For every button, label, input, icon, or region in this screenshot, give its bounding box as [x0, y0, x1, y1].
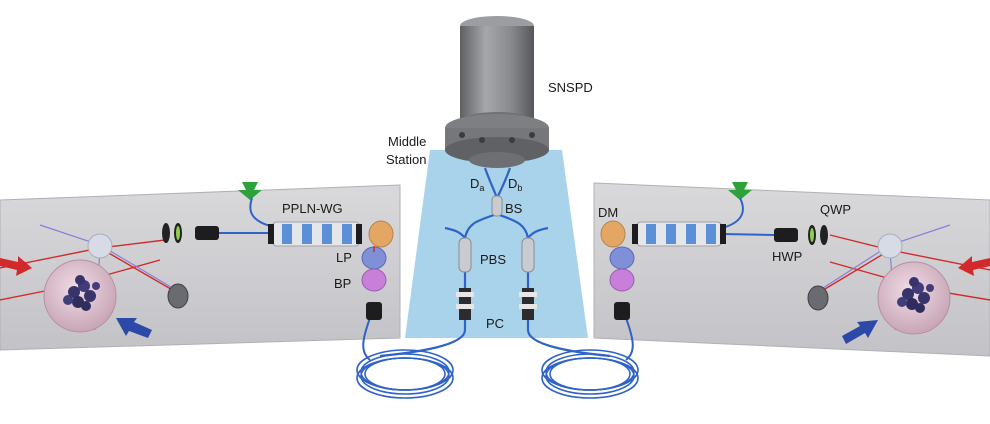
lens-icon — [195, 226, 219, 240]
ppln-wg-label: PPLN-WG — [282, 201, 343, 216]
dm-label: DM — [598, 205, 618, 220]
qwp-label: QWP — [820, 202, 851, 217]
filter-icon — [361, 268, 387, 292]
filter-icon — [609, 268, 635, 292]
cryostat-icon — [445, 16, 549, 168]
right-node — [600, 182, 990, 344]
lp-label: LP — [336, 250, 352, 265]
pc-label: PC — [486, 316, 504, 331]
filter-icon — [609, 246, 635, 270]
mirror-icon — [807, 285, 829, 311]
arrow-icon — [842, 320, 878, 344]
bs-label: BS — [505, 201, 523, 216]
middle-station-strip — [405, 150, 588, 338]
atom-cloud-icon — [43, 259, 117, 333]
beam-splitter-icon — [491, 195, 503, 217]
mirror-icon — [167, 283, 189, 309]
bp-label: BP — [334, 276, 351, 291]
waveguide-icon — [268, 221, 362, 247]
middle-station-label: Middle — [388, 134, 426, 149]
waveplate-icon — [162, 223, 182, 243]
filter-icon — [600, 220, 626, 248]
lens-icon — [774, 228, 798, 242]
waveguide-icon — [632, 221, 726, 247]
arrow-icon — [238, 182, 262, 200]
fiber-spool-icon — [541, 349, 639, 399]
polarization-controller-icon — [456, 288, 474, 320]
da-label: Da — [470, 176, 484, 193]
arrow-icon — [116, 318, 152, 338]
middle-station-label: Station — [386, 152, 426, 167]
filter-icon — [368, 220, 394, 248]
polarization-controller-icon — [519, 288, 537, 320]
fiber-spool-icon — [356, 349, 454, 399]
left-node — [0, 182, 394, 338]
atom-cloud-icon — [877, 261, 951, 335]
arrow-icon — [958, 256, 990, 276]
snspd-label: SNSPD — [548, 80, 593, 95]
pbs-label: PBS — [480, 252, 506, 267]
polarization-beam-splitter-icon — [521, 237, 535, 273]
arrow-icon — [728, 182, 752, 200]
db-label: Db — [508, 176, 522, 193]
hwp-label: HWP — [772, 249, 802, 264]
arrow-icon — [0, 256, 32, 276]
polarization-beam-splitter-icon — [458, 237, 472, 273]
waveplate-icon — [808, 225, 828, 245]
